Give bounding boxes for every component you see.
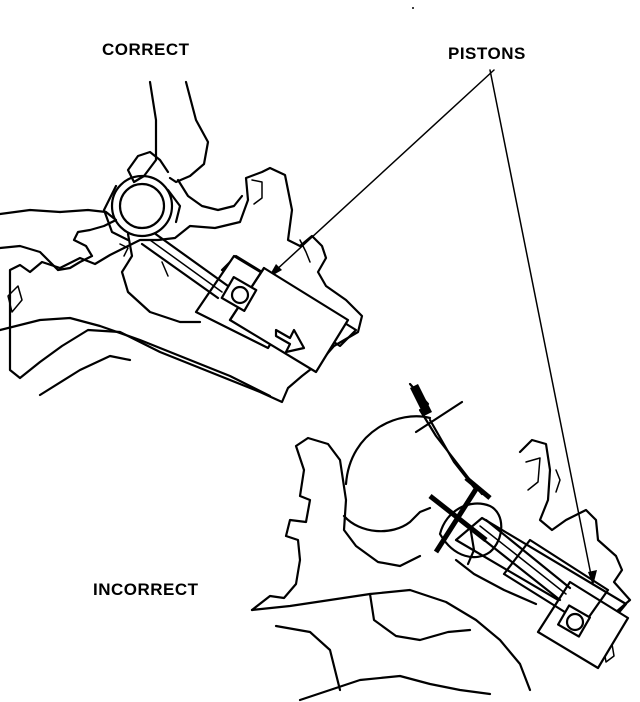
correct-hand xyxy=(0,80,244,272)
correct-engine-block xyxy=(0,80,364,404)
incorrect-connecting-rod xyxy=(438,502,572,606)
correct-connecting-rod xyxy=(102,174,230,324)
correct-label: CORRECT xyxy=(102,40,190,59)
stray-mark xyxy=(412,7,414,9)
correct-piston xyxy=(194,254,350,374)
incorrect-tool xyxy=(408,382,492,554)
pistons-label: PISTONS xyxy=(448,44,526,63)
incorrect-engine-block xyxy=(250,382,632,702)
incorrect-label: INCORRECT xyxy=(93,580,199,599)
